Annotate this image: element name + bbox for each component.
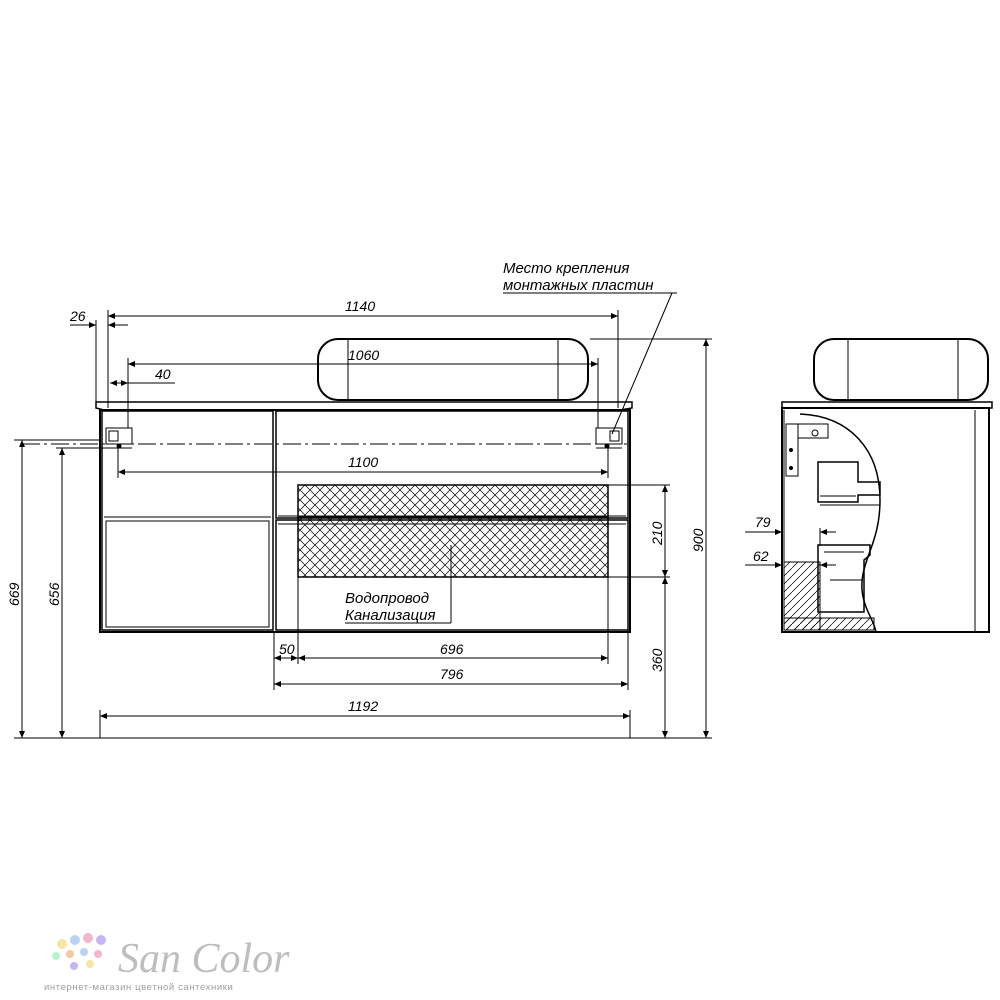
side-view: 79 62 xyxy=(745,338,993,633)
dim-26: 26 xyxy=(69,308,128,402)
left-door xyxy=(101,410,274,631)
dim-669: 669 xyxy=(6,439,100,738)
left-open-shelf xyxy=(105,520,270,628)
mount-label-line1: Место крепления xyxy=(503,260,629,277)
mount-label-line2: монтажных пластин xyxy=(503,277,653,294)
dim-900: 900 xyxy=(590,338,712,738)
utility-annotation: Водопровод Канализация xyxy=(345,545,452,624)
dim-label-900: 900 xyxy=(690,528,706,552)
dim-label-26: 26 xyxy=(69,308,86,324)
dim-label-50: 50 xyxy=(279,641,295,657)
dim-label-62: 62 xyxy=(753,548,769,564)
mounting-plate-right xyxy=(595,427,623,449)
utility-label-line1: Водопровод xyxy=(345,590,429,607)
dim-796: 796 xyxy=(274,632,629,690)
side-cabinet xyxy=(781,407,990,633)
washbasin xyxy=(317,338,589,401)
mounting-plate-left xyxy=(105,427,133,449)
dim-label-1060: 1060 xyxy=(348,347,379,363)
countertop xyxy=(95,401,633,411)
logo-tagline: интернет-магазин цветной сантехники xyxy=(44,982,233,993)
dim-label-1100: 1100 xyxy=(348,454,378,470)
dim-210: 210 xyxy=(608,484,670,578)
dim-360: 360 xyxy=(649,577,668,738)
dim-62: 62 xyxy=(745,548,836,568)
dim-79: 79 xyxy=(745,514,836,546)
mount-annotation: Место крепления монтажных пластин xyxy=(503,260,677,435)
cabinet-body xyxy=(99,409,631,633)
front-view: 1140 26 1060 40 1100 xyxy=(6,260,712,739)
dim-label-40: 40 xyxy=(155,366,171,382)
dim-label-796: 796 xyxy=(440,666,464,682)
dim-40: 40 xyxy=(110,366,175,386)
dim-label-360: 360 xyxy=(649,648,665,672)
dim-1060: 1060 xyxy=(127,347,599,428)
dim-656: 656 xyxy=(46,447,106,738)
dim-1192: 1192 xyxy=(99,698,631,738)
dim-50-696: 50 696 xyxy=(273,577,609,690)
dim-label-1140: 1140 xyxy=(345,298,375,314)
logo-brand: San Color xyxy=(118,936,290,982)
siphon-curve xyxy=(799,413,881,633)
dim-label-669: 669 xyxy=(6,582,22,606)
dim-1100: 1100 xyxy=(117,448,609,478)
utility-zone xyxy=(297,484,609,578)
dim-label-79: 79 xyxy=(755,514,771,530)
sancolor-logo: San Color интернет-магазин цветной санте… xyxy=(44,933,290,993)
logo-dots-icon xyxy=(52,933,106,970)
dim-1140: 1140 xyxy=(107,298,619,408)
utility-label-line2: Канализация xyxy=(345,607,436,624)
side-washbasin xyxy=(813,338,989,401)
dim-label-656: 656 xyxy=(46,582,62,606)
dim-label-210: 210 xyxy=(649,521,665,546)
dim-label-1192: 1192 xyxy=(348,698,378,714)
dim-label-696: 696 xyxy=(440,641,464,657)
